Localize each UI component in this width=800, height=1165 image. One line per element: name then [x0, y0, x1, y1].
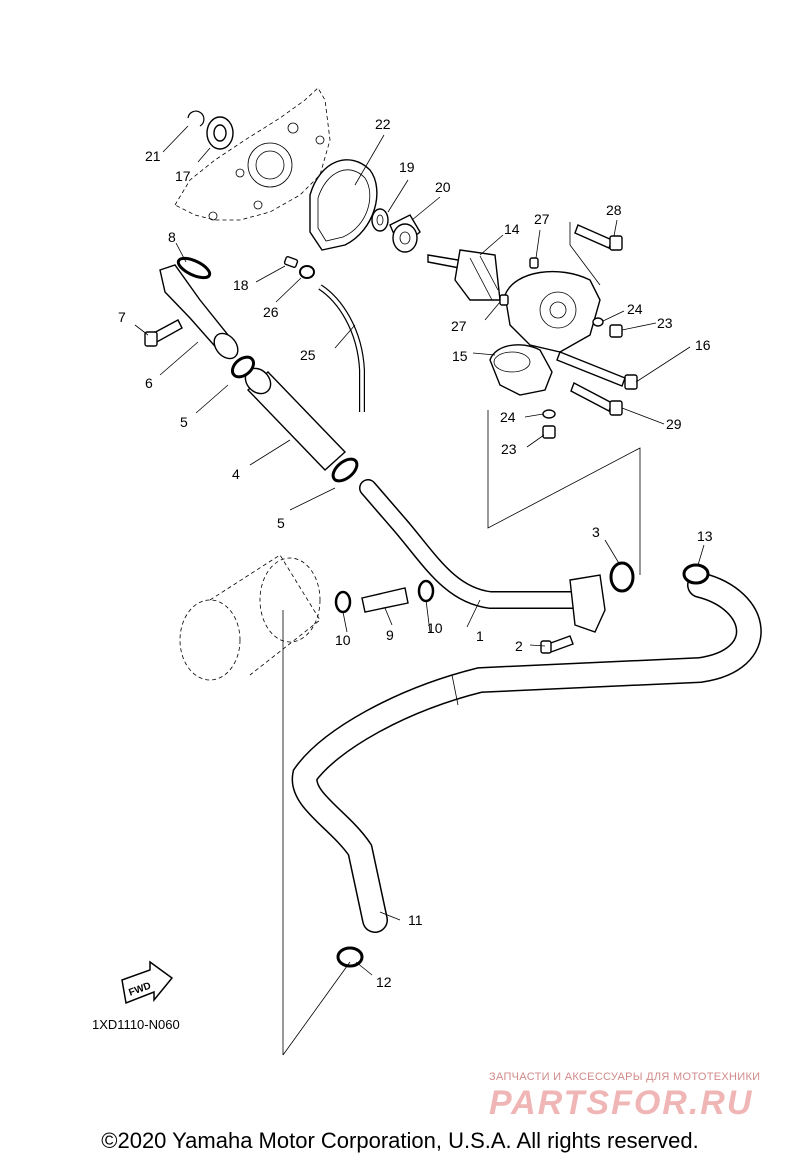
- part-label: 7: [118, 309, 126, 325]
- part-label: 4: [232, 466, 240, 482]
- hose-clamp-upper: [230, 355, 256, 379]
- bolt-29: [570, 382, 623, 416]
- hose-4: [244, 367, 347, 471]
- part-label: 16: [695, 337, 711, 353]
- part-label: 14: [504, 221, 520, 237]
- hose-clamp-10-left: [334, 590, 352, 614]
- pin-18: [283, 256, 299, 268]
- o-ring-3: [609, 561, 635, 593]
- part-label: 24: [500, 409, 516, 425]
- part-label: 3: [592, 524, 600, 540]
- part-label: 21: [145, 148, 161, 164]
- reference-lines: [282, 222, 641, 1056]
- part-label: 12: [376, 974, 392, 990]
- copyright-notice: ©2020 Yamaha Motor Corporation, U.S.A. A…: [101, 1128, 699, 1153]
- oil-seal: [371, 208, 389, 232]
- part-label: 5: [180, 414, 188, 430]
- part-label: 13: [697, 528, 713, 544]
- part-label: 24: [627, 301, 643, 317]
- part-label: 20: [435, 179, 451, 195]
- part-label: 1: [476, 628, 484, 644]
- bearing: [206, 116, 234, 150]
- circlip: [187, 110, 205, 127]
- bolt-7: [144, 319, 183, 347]
- bolt-23-upper: [609, 324, 623, 338]
- part-label: 11: [408, 912, 423, 928]
- hose-clamp-13: [682, 563, 710, 585]
- part-label: 23: [657, 315, 673, 331]
- bolt-28: [574, 224, 623, 251]
- part-label: 18: [233, 277, 249, 293]
- part-label: 29: [666, 416, 682, 432]
- elbow-pipe: [159, 264, 239, 360]
- part-label: 17: [175, 168, 191, 184]
- part-label: 10: [427, 620, 443, 636]
- part-label: 5: [277, 515, 285, 531]
- hose-clamp-lower: [331, 457, 359, 483]
- mechanical-seal: [389, 214, 421, 253]
- dowel-pin-27-upper: [529, 257, 539, 269]
- impeller-shaft: [427, 249, 501, 301]
- bolt-2: [540, 635, 574, 654]
- part-label: 27: [451, 318, 467, 334]
- hose-clamp-10-right: [417, 579, 435, 603]
- part-label: 8: [168, 229, 176, 245]
- pipe-1: [359, 479, 606, 633]
- hose-clamp-12: [336, 946, 364, 968]
- part-label: 23: [501, 441, 517, 457]
- part-label: 6: [145, 375, 153, 391]
- leader-lines: [134, 125, 705, 976]
- hose-9: [361, 587, 409, 613]
- crankcase-cover: [174, 87, 331, 221]
- bolt-23-lower: [542, 425, 556, 439]
- part-label: 19: [399, 159, 415, 175]
- dowel-pin-27-lower: [499, 294, 509, 306]
- part-label: 22: [375, 116, 391, 132]
- part-label: 2: [515, 638, 523, 654]
- o-ring-upper: [176, 256, 212, 280]
- part-label: 15: [452, 348, 468, 364]
- drawing-code: 1XD1110-N060: [92, 1017, 180, 1032]
- hose-11: [291, 572, 762, 933]
- washer-24-lower: [542, 409, 556, 419]
- part-label: 28: [606, 202, 622, 218]
- bolt-16: [556, 351, 638, 390]
- fwd-arrow-icon: FWD: [121, 960, 174, 1005]
- gasket: [309, 159, 378, 251]
- oil-filter: [179, 554, 321, 681]
- part-labels: 1 2 3 4 5 5 6 7 8 9 10 10 11 12 13 14 15…: [118, 116, 713, 990]
- hose-25: [318, 284, 365, 412]
- part-label: 10: [335, 632, 351, 648]
- part-label: 9: [386, 627, 394, 643]
- clip-26: [299, 265, 315, 279]
- washer-24-upper: [592, 317, 604, 327]
- part-label: 26: [263, 304, 279, 320]
- watermark-tagline: ЗАПЧАСТИ И АКСЕССУАРЫ ДЛЯ МОТОТЕХНИКИ: [489, 1071, 761, 1083]
- water-pump-housing: [489, 270, 601, 396]
- part-label: 25: [300, 347, 316, 363]
- part-label: 27: [534, 211, 550, 227]
- watermark-brand: PARTSFOR.RU: [489, 1084, 754, 1122]
